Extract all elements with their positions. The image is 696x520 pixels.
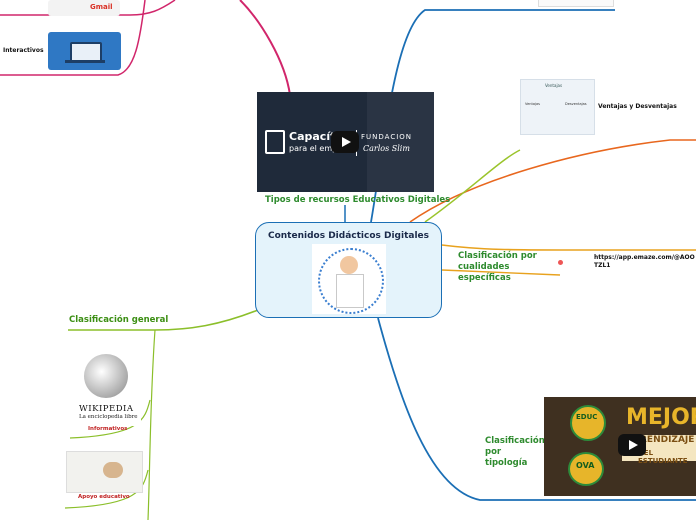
link-icon[interactable] — [558, 260, 563, 265]
mejora-video[interactable]: EDUC OVA MEJORA RENDIZAJE DEL ESTUDIANTE — [544, 397, 696, 496]
ventajas-card: Ventajas Ventajas Desventajas — [520, 79, 595, 135]
ova-badge — [568, 452, 604, 486]
mejora-big: MEJORA — [626, 405, 696, 430]
url-link[interactable]: https://app.emaze.com/@AOOTZL1 — [594, 254, 695, 269]
capacita-video[interactable]: Capacítate para el empleo FUNDACION Carl… — [257, 92, 434, 192]
mejora-sub1: RENDIZAJE — [640, 435, 695, 445]
label-clasif-cualidades: Clasificación por cualidades específicas — [458, 251, 537, 283]
wikipedia-thumbnail: WIKIPEDIA La enciclopedia libre — [73, 350, 141, 426]
mejora-sub2: DEL ESTUDIANTE — [638, 449, 688, 465]
teacher-illustration — [312, 244, 386, 314]
checklist-icon — [265, 130, 285, 154]
wiki-title: WIKIPEDIA — [79, 404, 134, 414]
label-apoyo: Apoyo educativo — [78, 494, 130, 500]
capacita-line2: para el empleo — [289, 144, 350, 153]
play-icon[interactable] — [331, 131, 359, 153]
educ-badge-text: EDUC — [576, 413, 598, 421]
label-ventajas: Ventajas y Desventajas — [598, 103, 677, 110]
capacita-line3: FUNDACION — [361, 133, 413, 141]
laptop-base — [65, 60, 105, 63]
laptop-icon — [70, 42, 102, 62]
central-title: Contenidos Didácticos Digitales — [267, 231, 429, 241]
ova-badge-text: OVA — [576, 461, 595, 470]
interactivos-thumbnail — [48, 32, 121, 70]
label-clasif-tipologia: Clasificación por tipología — [485, 436, 545, 468]
educ-badge — [570, 405, 606, 441]
hand-writing-icon — [103, 462, 123, 478]
label-clasif-general: Clasificación general — [69, 315, 169, 325]
ventajas-card-col1: Ventajas — [525, 102, 540, 106]
ventajas-card-col2: Desventajas — [565, 102, 587, 106]
icon-ring — [318, 248, 384, 314]
central-node[interactable]: Contenidos Didácticos Digitales — [255, 222, 442, 318]
globe-icon — [84, 354, 128, 398]
play-icon[interactable] — [618, 434, 646, 456]
apps-thumbnail: Gmail — [48, 0, 120, 16]
label-tipos: Tipos de recursos Educativos Digitales — [265, 195, 451, 205]
gmail-icon: Gmail — [90, 3, 113, 11]
capacita-line4: Carlos Slim — [363, 144, 410, 153]
top-right-box — [538, 0, 614, 7]
label-interactivos: Interactivos — [3, 47, 44, 54]
label-informativos: Informativos — [88, 426, 128, 432]
wiki-subtitle: La enciclopedia libre — [79, 414, 138, 420]
apoyo-thumbnail — [66, 451, 143, 493]
ventajas-card-title: Ventajas — [545, 83, 563, 88]
